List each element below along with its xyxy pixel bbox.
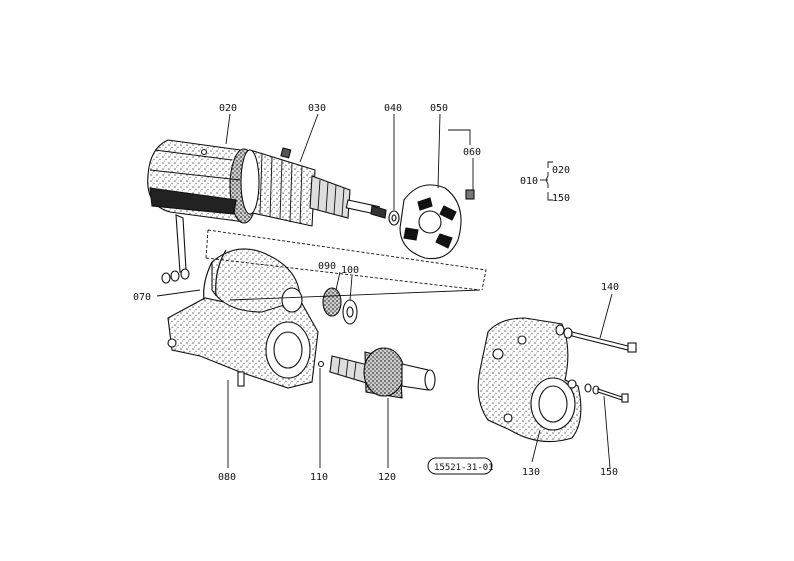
label-150: 150 <box>600 467 618 478</box>
long-bolt <box>555 324 637 353</box>
armature <box>240 147 387 227</box>
label-150-range-end: 150 <box>552 193 570 204</box>
brush-holder <box>399 184 475 260</box>
yoke-field-frame <box>147 139 259 273</box>
label-020: 020 <box>219 103 237 114</box>
label-040: 040 <box>384 103 402 114</box>
label-130: 130 <box>522 467 540 478</box>
label-100: 100 <box>341 265 359 276</box>
magnetic-switch-housing <box>167 248 319 389</box>
through-bolt-washers <box>161 268 190 284</box>
label-120: 120 <box>378 472 396 483</box>
washer <box>388 210 400 226</box>
label-010: 010 <box>520 176 538 187</box>
label-080: 080 <box>218 472 236 483</box>
assembly-outline <box>205 229 487 291</box>
overrunning-clutch <box>329 347 436 399</box>
label-030: 030 <box>308 103 326 114</box>
leader-lines <box>156 113 613 469</box>
diagram-code-badge: 15521-31-01 <box>427 457 494 475</box>
label-140: 140 <box>601 282 619 293</box>
screws <box>584 383 629 403</box>
label-020-range-start: 020 <box>552 165 570 176</box>
idle-gear-bearing <box>322 287 358 325</box>
part-number-labels: 020 030 040 050 060 010 020 150 070 090 … <box>133 103 619 483</box>
label-070: 070 <box>133 292 151 303</box>
label-090: 090 <box>318 261 336 272</box>
label-050: 050 <box>430 103 448 114</box>
drive-end-housing <box>477 317 582 443</box>
diagram-code-text: 15521-31-01 <box>434 463 494 473</box>
label-110: 110 <box>310 472 328 483</box>
steel-ball <box>317 360 325 368</box>
label-060: 060 <box>463 147 481 158</box>
